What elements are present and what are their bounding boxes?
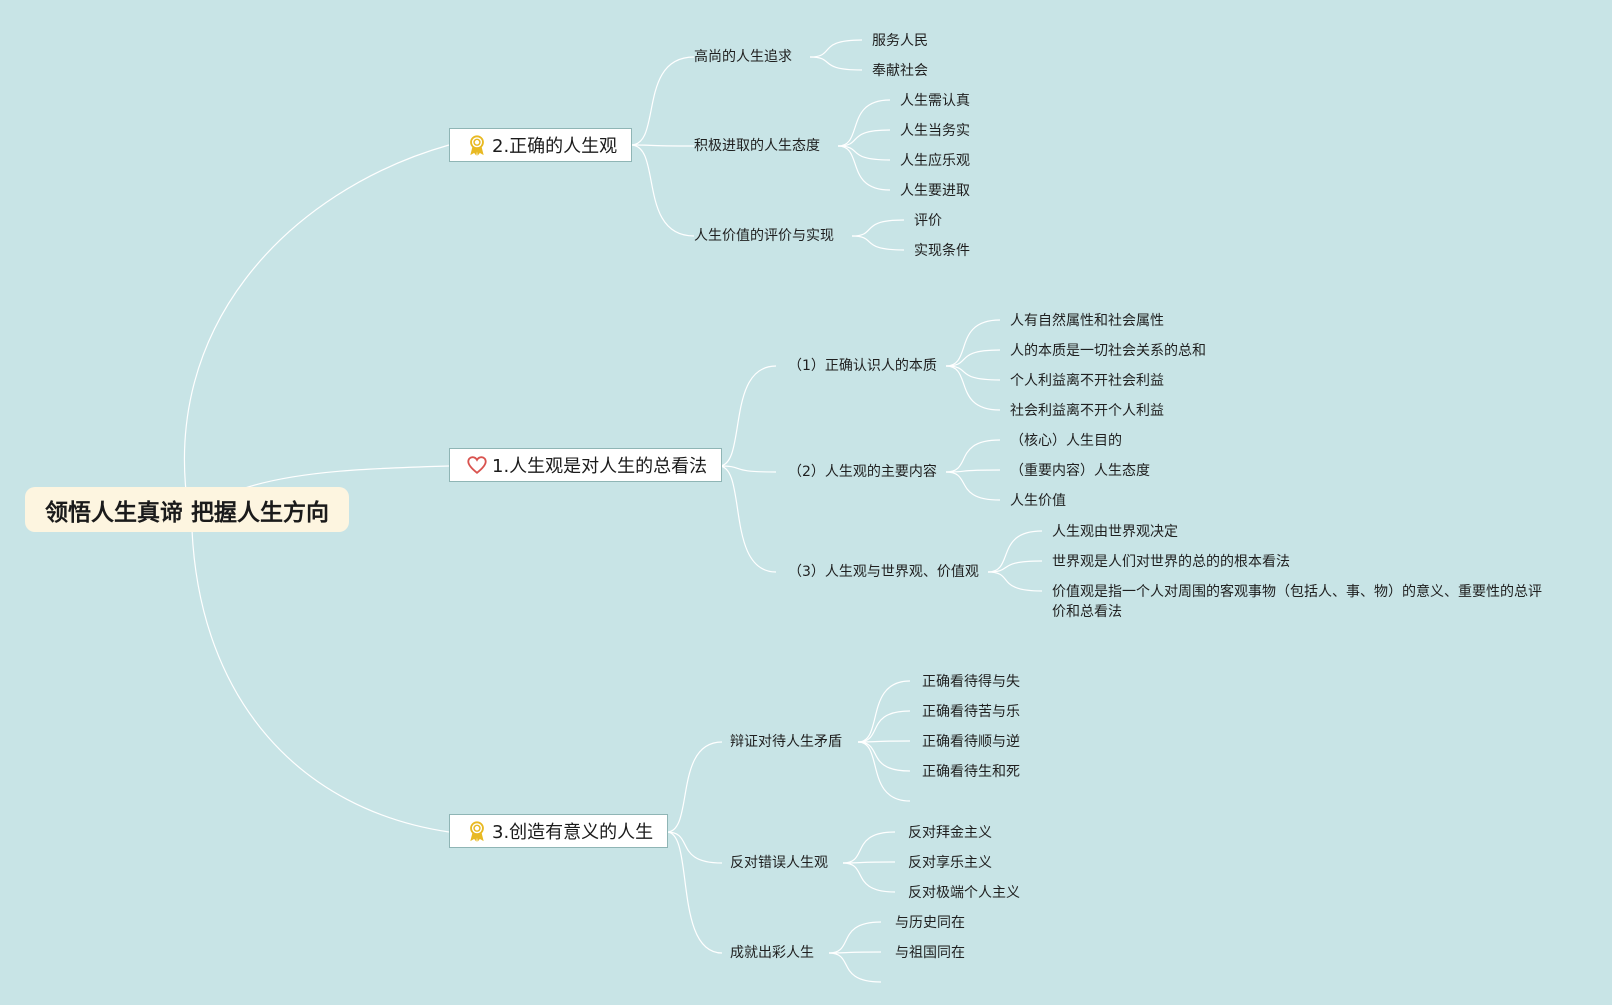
leaf-contribute-society[interactable]: 奉献社会 xyxy=(872,63,928,79)
topic-label: 1.人生观是对人生的总看法 xyxy=(492,456,708,477)
subtopic-worldview-values[interactable]: （3）人生观与世界观、价值观 xyxy=(788,564,979,580)
subtopic-human-nature[interactable]: （1）正确认识人的本质 xyxy=(788,358,937,374)
subtopic-oppose-wrong-views[interactable]: 反对错误人生观 xyxy=(730,855,828,871)
connector-t3s2-leaf-2 xyxy=(828,952,882,983)
connector-t3-sub-1 xyxy=(666,831,723,864)
connector-t3-sub-2 xyxy=(666,831,723,954)
leaf-worldview-definition[interactable]: 世界观是人们对世界的总的的根本看法 xyxy=(1052,554,1290,570)
leaf-individual-interest[interactable]: 个人利益离不开社会利益 xyxy=(1010,373,1164,389)
topic-correct-outlook[interactable]: 2.正确的人生观 xyxy=(449,128,633,162)
leaf-be-earnest[interactable]: 人生需认真 xyxy=(900,93,970,109)
connector-t3s1-leaf-2 xyxy=(842,862,896,893)
connector-t2s2-leaf-0 xyxy=(851,219,905,237)
connector-t1s2-leaf-2 xyxy=(987,571,1043,592)
connector-t1s0-leaf-1 xyxy=(945,349,1001,367)
connector-t1s0-leaf-0 xyxy=(945,319,1001,367)
connector-t3s0-leaf-3 xyxy=(857,741,911,772)
topic-life-outlook-definition[interactable]: 1.人生观是对人生的总看法 xyxy=(449,448,723,482)
leaf-evaluation[interactable]: 评价 xyxy=(914,213,942,229)
leaf-social-relations[interactable]: 人的本质是一切社会关系的总和 xyxy=(1010,343,1206,359)
leaf-conditions[interactable]: 实现条件 xyxy=(914,243,970,259)
award-ribbon-icon xyxy=(466,820,488,842)
leaf-be-practical[interactable]: 人生当务实 xyxy=(900,123,970,139)
subtopic-brilliant-life[interactable]: 成就出彩人生 xyxy=(730,945,814,961)
connector-t2-sub-2 xyxy=(630,144,695,237)
connector-t1-sub-1 xyxy=(718,465,777,473)
connector-t1s0-leaf-2 xyxy=(945,365,1001,381)
connector-t3s0-leaf-1 xyxy=(857,710,911,743)
topic-label: 2.正确的人生观 xyxy=(492,136,618,157)
leaf-life-value[interactable]: 人生价值 xyxy=(1010,493,1066,509)
connector-t1s1-leaf-1 xyxy=(945,469,1001,473)
connector-t2s0-leaf-0 xyxy=(809,39,863,58)
connector-t1s0-leaf-3 xyxy=(945,365,1001,411)
connector-root-topic-1 xyxy=(244,465,450,489)
leaf-with-history[interactable]: 与历史同在 xyxy=(895,915,965,931)
connector-t1s1-leaf-0 xyxy=(945,439,1001,473)
connector-t2s1-leaf-0 xyxy=(837,99,891,147)
connector-t1s2-leaf-1 xyxy=(987,560,1043,573)
connector-t3s1-leaf-0 xyxy=(842,831,896,864)
connector-t1-sub-0 xyxy=(718,365,777,467)
root-topic[interactable]: 领悟人生真谛 把握人生方向 xyxy=(25,487,349,532)
heart-icon xyxy=(466,454,488,476)
leaf-anti-egoism[interactable]: 反对极端个人主义 xyxy=(908,885,1020,901)
connector-t2s1-leaf-1 xyxy=(837,129,891,147)
connector-t1s2-leaf-0 xyxy=(987,530,1043,573)
leaf-anti-money-worship[interactable]: 反对拜金主义 xyxy=(908,825,992,841)
connector-t2s0-leaf-1 xyxy=(809,56,863,71)
connector-root-topic-3 xyxy=(191,529,450,833)
topic-meaningful-life[interactable]: 3.创造有意义的人生 xyxy=(449,814,669,848)
connector-t2-sub-0 xyxy=(630,56,695,146)
connector-t2-sub-1 xyxy=(630,144,695,147)
topic-label: 3.创造有意义的人生 xyxy=(492,822,654,843)
subtopic-life-contradictions[interactable]: 辩证对待人生矛盾 xyxy=(730,734,842,750)
connector-t3s0-leaf-0 xyxy=(857,680,911,743)
connector-t2s2-leaf-1 xyxy=(851,235,905,251)
connector-t3s2-leaf-0 xyxy=(828,921,882,954)
leaf-hardship-joy[interactable]: 正确看待苦与乐 xyxy=(922,704,1020,720)
connector-t3s0-leaf-4 xyxy=(857,741,911,802)
connector-root-topic-2 xyxy=(183,144,450,531)
connector-t1-sub-2 xyxy=(718,465,777,573)
subtopic-main-content[interactable]: （2）人生观的主要内容 xyxy=(788,464,937,480)
subtopic-value-evaluation[interactable]: 人生价值的评价与实现 xyxy=(694,228,834,244)
leaf-social-interest[interactable]: 社会利益离不开个人利益 xyxy=(1010,403,1164,419)
leaf-be-optimistic[interactable]: 人生应乐观 xyxy=(900,153,970,169)
leaf-life-death[interactable]: 正确看待生和死 xyxy=(922,764,1020,780)
connector-t3-sub-0 xyxy=(666,741,723,833)
leaf-life-purpose[interactable]: （核心）人生目的 xyxy=(1010,433,1122,449)
leaf-gain-loss[interactable]: 正确看待得与失 xyxy=(922,674,1020,690)
leaf-worldview-decides[interactable]: 人生观由世界观决定 xyxy=(1052,524,1178,540)
subtopic-noble-pursuit[interactable]: 高尚的人生追求 xyxy=(694,49,792,65)
connector-t3s1-leaf-1 xyxy=(842,861,896,864)
leaf-be-progressive[interactable]: 人生要进取 xyxy=(900,183,970,199)
connector-t1s1-leaf-2 xyxy=(945,471,1001,501)
award-ribbon-icon xyxy=(466,134,488,156)
subtopic-positive-attitude[interactable]: 积极进取的人生态度 xyxy=(694,138,820,154)
connector-t2s1-leaf-2 xyxy=(837,145,891,161)
leaf-serve-people[interactable]: 服务人民 xyxy=(872,33,928,49)
leaf-life-attitude[interactable]: （重要内容）人生态度 xyxy=(1010,463,1150,479)
connector-t2s1-leaf-3 xyxy=(837,145,891,191)
leaf-smooth-adverse[interactable]: 正确看待顺与逆 xyxy=(922,734,1020,750)
connector-t3s2-leaf-1 xyxy=(828,951,882,954)
connector-t3s0-leaf-2 xyxy=(857,740,911,743)
leaf-anti-hedonism[interactable]: 反对享乐主义 xyxy=(908,855,992,871)
leaf-with-motherland[interactable]: 与祖国同在 xyxy=(895,945,965,961)
leaf-natural-social-attributes[interactable]: 人有自然属性和社会属性 xyxy=(1010,313,1164,329)
leaf-values-definition[interactable]: 价值观是指一个人对周围的客观事物（包括人、事、物）的意义、重要性的总评价和总看法 xyxy=(1052,584,1542,620)
